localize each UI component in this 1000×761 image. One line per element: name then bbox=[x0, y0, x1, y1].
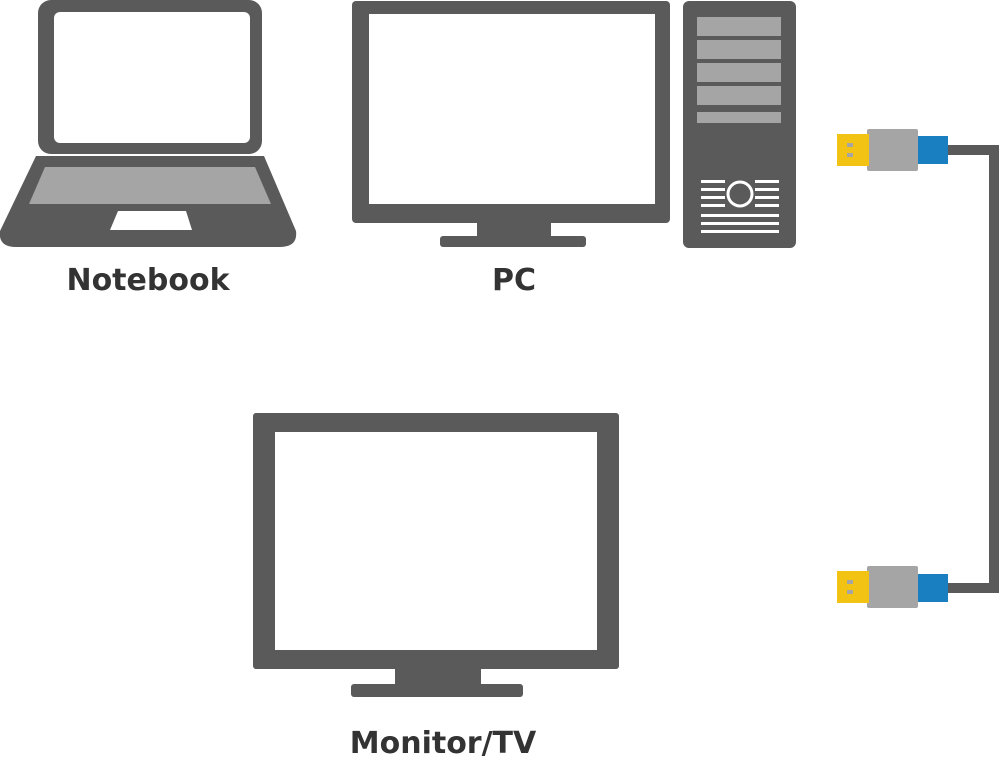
pc-drive-slot bbox=[697, 112, 781, 123]
laptop-screen bbox=[54, 12, 250, 143]
laptop-icon bbox=[0, 0, 297, 247]
tv-stand bbox=[351, 684, 523, 697]
laptop-touchpad bbox=[110, 211, 192, 230]
monitor-tv-label: Monitor/TV bbox=[349, 726, 537, 761]
usb-plug-bottom-collar bbox=[916, 574, 948, 602]
pc-label: PC bbox=[491, 263, 537, 298]
pc-drive-bay-3 bbox=[697, 63, 781, 82]
usb-plug-top-housing bbox=[867, 129, 918, 171]
tv-neck bbox=[395, 669, 481, 686]
pc-drive-bay-4 bbox=[697, 86, 781, 105]
usb-plug-bottom-icon bbox=[837, 566, 948, 608]
usb-plug-top-icon bbox=[837, 129, 948, 171]
usb-plug-bottom-metal bbox=[837, 571, 869, 603]
notebook-label: Notebook bbox=[66, 263, 230, 298]
usb-cable-icon bbox=[837, 129, 999, 608]
pc-monitor-neck bbox=[477, 223, 551, 238]
usb-plug-top-collar bbox=[916, 136, 948, 164]
monitor-tv-icon bbox=[253, 413, 619, 697]
usb-plug-bottom-housing bbox=[867, 566, 918, 608]
pc-vent-lines bbox=[701, 180, 779, 233]
usb-plug-top-metal bbox=[837, 134, 869, 166]
cable-wire bbox=[946, 145, 999, 593]
pc-monitor-screen bbox=[369, 14, 655, 204]
pc-monitor-stand bbox=[440, 236, 586, 247]
pc-drive-bay-1 bbox=[697, 17, 781, 36]
tv-screen bbox=[275, 432, 597, 650]
laptop-keyboard bbox=[29, 167, 271, 204]
pc-drive-bay-2 bbox=[697, 40, 781, 59]
desktop-pc-icon bbox=[352, 1, 796, 248]
power-button-icon bbox=[726, 180, 754, 208]
pc-tower bbox=[683, 1, 796, 248]
